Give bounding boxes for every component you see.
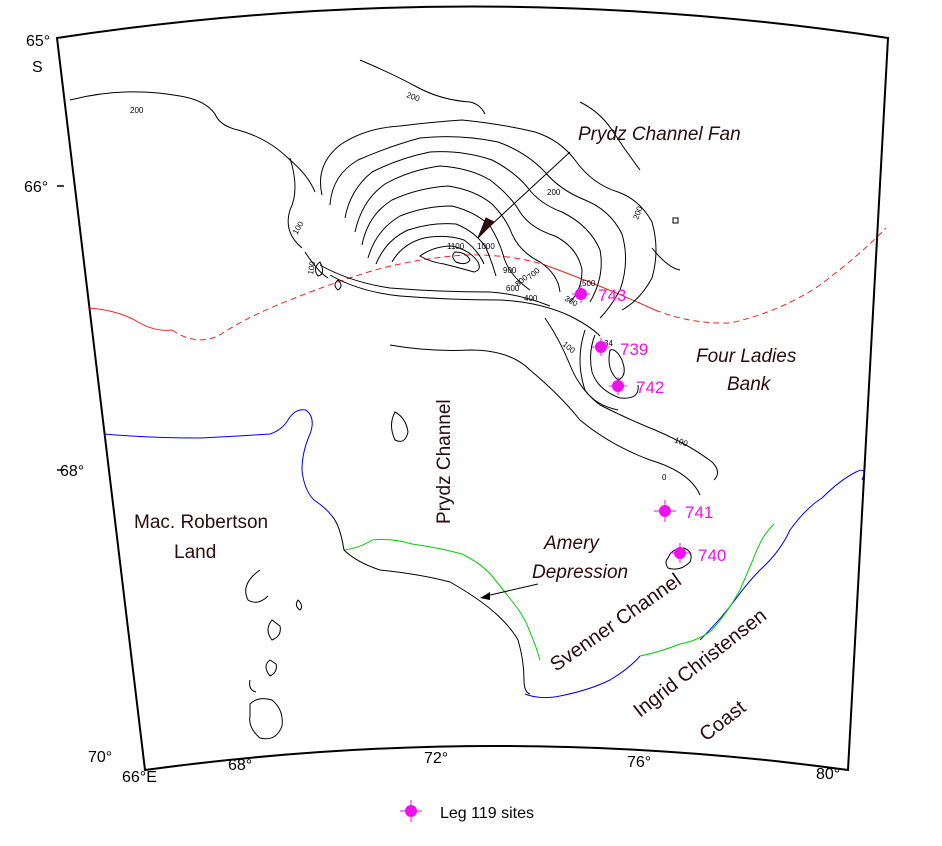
lon-72-label: 72° (424, 750, 448, 767)
contour-label: 1000 (477, 242, 495, 251)
ice-shelf-edge (343, 523, 775, 661)
four-ladies-bank-label-line1: Four Ladies (696, 346, 797, 367)
lat-68-label: 68° (60, 463, 84, 480)
contour-label: 500 (582, 279, 596, 288)
legend: Leg 119 sites (400, 800, 534, 822)
shelf-break-line (87, 227, 887, 341)
land-margin (245, 515, 531, 740)
contour-label: 34 (604, 339, 613, 348)
site-742-marker[interactable] (612, 380, 624, 392)
contour-label: 200 (547, 188, 561, 197)
map-frame (55, 5, 890, 772)
site-739-label: 739 (620, 340, 648, 359)
contour-label: 0 (662, 473, 667, 482)
site-739-marker[interactable] (595, 341, 607, 353)
fan-pointer-arrow (477, 151, 571, 239)
site-743[interactable]: 743 (572, 285, 626, 305)
contour-label: 200 (130, 106, 144, 115)
coastline (103, 409, 865, 699)
site-743-label: 743 (598, 286, 626, 305)
svenner-channel-label: Svenner Channel (546, 569, 685, 676)
contour-label: 900 (503, 266, 517, 275)
site-741[interactable]: 741 (654, 500, 713, 522)
site-742[interactable]: 742 (609, 377, 664, 397)
mac-robertson-land-label-line2: Land (174, 542, 216, 563)
amery-depression-label-line2: Depression (532, 562, 628, 583)
site-740[interactable]: 740 (670, 543, 726, 565)
site-739[interactable]: 739 (592, 338, 648, 359)
mac-robertson-land-label-line1: Mac. Robertson (134, 512, 268, 533)
lon-80-label: 80° (816, 766, 840, 783)
contour-label: 100 (306, 260, 317, 275)
prydz-channel-label: Prydz Channel (434, 399, 455, 524)
site-740-marker[interactable] (674, 547, 686, 559)
legend-label: Leg 119 sites (440, 805, 534, 822)
lon-76-label: 76° (627, 754, 651, 771)
four-ladies-bank-label-line2: Bank (727, 374, 772, 395)
site-743-marker[interactable] (575, 288, 587, 300)
amery-pointer-arrow (480, 583, 539, 600)
contour-label: 200 (405, 90, 421, 103)
ingrid-christensen-coast-label-line1: Ingrid Christensen (630, 605, 771, 722)
site-742-label: 742 (636, 378, 664, 397)
contour-label: 100 (673, 435, 689, 448)
site-741-label: 741 (685, 503, 713, 522)
contour-label: 100 (561, 340, 577, 356)
lat-70-label: 70° (88, 749, 112, 766)
contour-label: 600 (506, 284, 520, 293)
contour-label: 400 (524, 294, 538, 303)
contour-label: 1100 (447, 242, 465, 251)
lat-66-label: 66° (24, 179, 48, 196)
contour-label: 100 (291, 219, 306, 236)
lat-65-hemisphere-label: S (32, 59, 43, 76)
site-740-label: 740 (698, 546, 726, 565)
lon-68-label: 68° (228, 757, 252, 774)
lat-65-label: 65° (26, 33, 50, 50)
site-741-marker[interactable] (659, 505, 671, 517)
contour-label: 200 (631, 205, 644, 221)
bathymetry-contours (69, 59, 718, 570)
lon-66e-label: 66°E (122, 769, 157, 786)
ingrid-christensen-coast-label-line2: Coast (696, 696, 751, 746)
legend-site-icon (405, 805, 417, 817)
latitude-ticks (57, 185, 64, 471)
amery-depression-label-line1: Amery (543, 533, 600, 554)
prydz-channel-fan-label: Prydz Channel Fan (578, 124, 741, 145)
